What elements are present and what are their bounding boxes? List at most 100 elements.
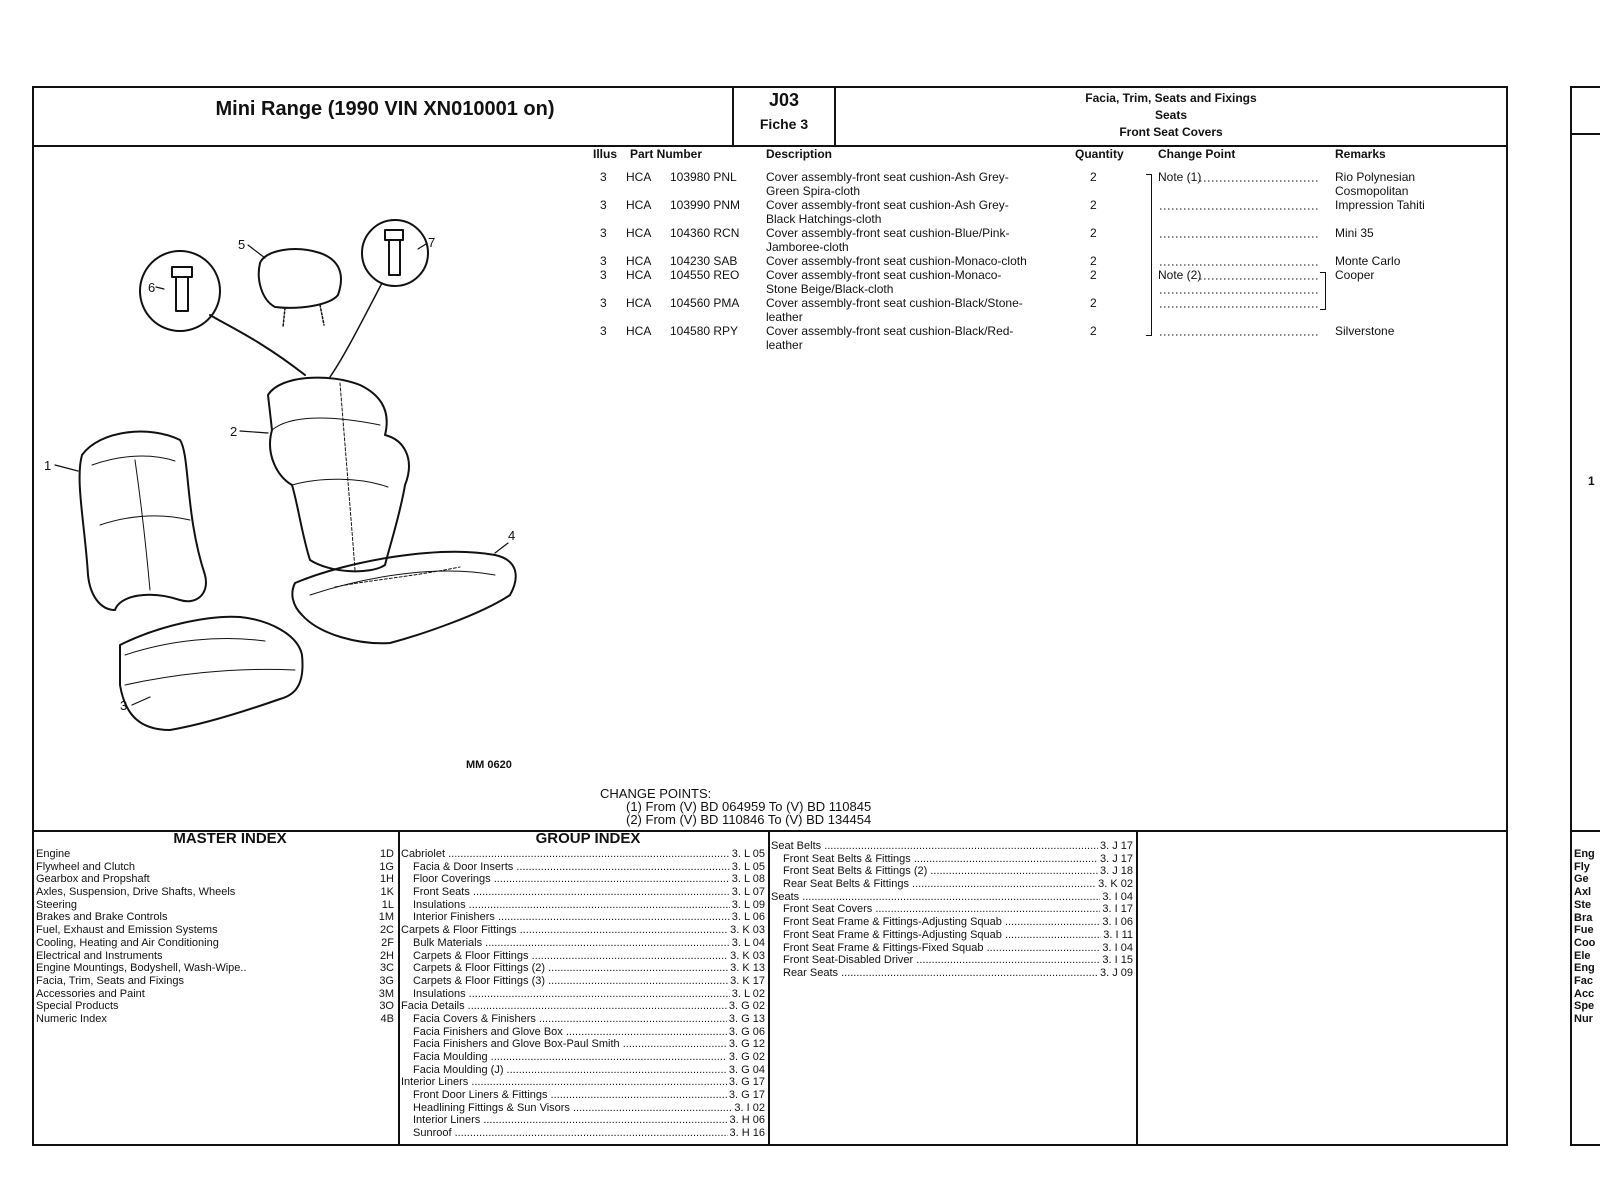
index-entry[interactable]: Facia Moulding (J)3. G 04: [401, 1063, 765, 1077]
quantity: 2: [1090, 296, 1097, 310]
index-entry-code: 1D: [377, 848, 394, 861]
index-entry[interactable]: Front Seat-Disabled Driver3. I 15: [771, 954, 1133, 967]
index-entry[interactable]: Rear Seat Belts & Fittings3. K 02: [771, 878, 1133, 891]
detail-circle-6: [139, 250, 221, 332]
next-page-edge: [1570, 86, 1600, 1146]
index-entry[interactable]: Facia & Door Inserts3. L 05: [401, 860, 765, 874]
index-entry[interactable]: Facia Covers & Finishers3. G 13: [401, 1012, 765, 1026]
index-entry[interactable]: Facia Finishers and Glove Box3. G 06: [401, 1025, 765, 1039]
remark-line-2: Cosmopolitan: [1335, 184, 1409, 198]
index-entry[interactable]: Carpets & Floor Fittings3. K 03: [401, 949, 765, 963]
index-entry[interactable]: Insulations3. L 02: [401, 987, 765, 1001]
index-entry-label: Carpets & Floor Fittings: [401, 924, 765, 937]
index-entry[interactable]: Facia Details3. G 02: [401, 1000, 765, 1013]
index-entry-label: Interior Liners: [413, 1114, 765, 1127]
index-entry[interactable]: Front Seat Belts & Fittings (2)3. J 18: [771, 865, 1133, 879]
index-entry[interactable]: Front Seat Frame & Fittings-Adjusting Sq…: [771, 916, 1133, 929]
description-line-1: Cover assembly-front seat cushion-Ash Gr…: [766, 170, 1009, 184]
callout-4: 4: [508, 528, 515, 543]
illus-number: 3: [600, 324, 607, 338]
index-entry[interactable]: Cabriolet3. L 05: [401, 848, 765, 861]
index-entry[interactable]: Interior Liners3. H 06: [401, 1114, 765, 1128]
index-entry-code: 3. J 17: [1097, 852, 1133, 866]
index-entry-label: Sunroof: [413, 1127, 765, 1140]
part-number: 104230 SAB: [670, 254, 738, 268]
index-entry[interactable]: Facia Finishers and Glove Box-Paul Smith…: [401, 1038, 765, 1051]
part-description: Cover assembly-front seat cushion-Ash Gr…: [766, 198, 1096, 226]
description-line-1: Cover assembly-front seat cushion-Black/…: [766, 324, 1014, 338]
index-entry-label: Front Seat Covers: [783, 903, 1133, 916]
index-entry[interactable]: Bulk Materials3. L 04: [401, 936, 765, 950]
next-page-index-entry: Acc: [1574, 987, 1595, 1000]
index-entry-code: 3. H 16: [727, 1127, 765, 1140]
index-entry[interactable]: Front Seat Covers3. I 17: [771, 903, 1133, 917]
index-entry[interactable]: Floor Coverings3. L 08: [401, 873, 765, 887]
index-entry[interactable]: Front Door Liners & Fittings3. G 17: [401, 1089, 765, 1102]
index-column-divider-1: [398, 830, 400, 1146]
remark: Mini 35: [1335, 226, 1374, 240]
index-entry[interactable]: Engine Mountings, Bodyshell, Wash-Wipe..…: [36, 962, 394, 975]
callout-2: 2: [230, 424, 237, 439]
seat-back-left: [78, 430, 207, 611]
index-entry-label: Facia Moulding (J): [413, 1064, 765, 1077]
index-entry[interactable]: Insulations3. L 09: [401, 898, 765, 912]
index-entry-label: Rear Seats: [783, 967, 1133, 980]
index-entry-code: 3. G 04: [726, 1063, 765, 1077]
index-entry-code: 3. J 09: [1097, 966, 1133, 980]
index-entry[interactable]: Front Seat Frame & Fittings-Fixed Squab3…: [771, 941, 1133, 955]
quantity: 2: [1090, 254, 1097, 268]
index-entry-code: 3. I 17: [1100, 903, 1133, 917]
index-entry-code: 3. G 02: [726, 1000, 765, 1013]
index-entry[interactable]: Facia Moulding3. G 02: [401, 1051, 765, 1064]
description-line-2: Green Spira-cloth: [766, 184, 861, 198]
index-entry[interactable]: Seats3. I 04: [771, 890, 1133, 904]
page-title: Mini Range (1990 VIN XN010001 on): [215, 98, 555, 120]
index-entry-code: 3. H 06: [727, 1114, 765, 1128]
index-entry[interactable]: Carpets & Floor Fittings (2)3. K 13: [401, 962, 765, 975]
index-entry[interactable]: Carpets & Floor Fittings (3)3. K 17: [401, 974, 765, 988]
index-entry[interactable]: Numeric Index 4B: [36, 1012, 394, 1026]
index-entry-code: 3. K 13: [728, 962, 765, 975]
index-entry-label: Facia Details: [401, 1000, 765, 1013]
page-code: J03: [768, 90, 800, 110]
index-entry-code: 4B: [378, 1012, 394, 1026]
header-divider: [32, 145, 1508, 147]
description-line-1: Cover assembly-front seat cushion-Blue/P…: [766, 226, 1010, 240]
index-entry-label: Front Seat-Disabled Driver: [783, 954, 1133, 967]
index-entry[interactable]: Carpets & Floor Fittings3. K 03: [401, 924, 765, 937]
part-prefix: HCA: [626, 226, 652, 240]
index-entry[interactable]: Interior Finishers3. L 06: [401, 911, 765, 925]
index-entry[interactable]: Sunroof3. H 16: [401, 1127, 765, 1140]
index-entry[interactable]: Rear Seats3. J 09: [771, 966, 1133, 980]
fiche-code-box: J03 Fiche 3: [734, 88, 834, 136]
index-entry[interactable]: Front Seat Belts & Fittings3. J 17: [771, 852, 1133, 866]
next-page-callout: 1: [1588, 474, 1595, 488]
index-entry-code: 3. J 17: [1097, 840, 1133, 853]
index-entry-label: Numeric Index: [36, 1012, 107, 1025]
index-entry[interactable]: Headlining Fittings & Sun Visors3. I 02: [401, 1101, 765, 1115]
change-point-1: (1) From (V) BD 064959 To (V) BD 110845: [626, 799, 872, 814]
index-entry[interactable]: Seat Belts3. J 17: [771, 840, 1133, 853]
index-entry-label: Front Seat Frame & Fittings-Fixed Squab: [783, 942, 1133, 955]
index-entry[interactable]: Front Seat Frame & Fittings-Adjusting Sq…: [771, 928, 1133, 942]
index-entry[interactable]: Interior Liners3. G 17: [401, 1076, 765, 1090]
index-entry[interactable]: Front Seats3. L 07: [401, 886, 765, 899]
description-line-2: Stone Beige/Black-cloth: [766, 282, 894, 296]
next-page-index-line: [1570, 830, 1600, 832]
next-page-index-entry: Eng: [1574, 848, 1595, 860]
callout-5: 5: [238, 237, 245, 252]
next-page-index-entry: Fac: [1574, 975, 1593, 988]
